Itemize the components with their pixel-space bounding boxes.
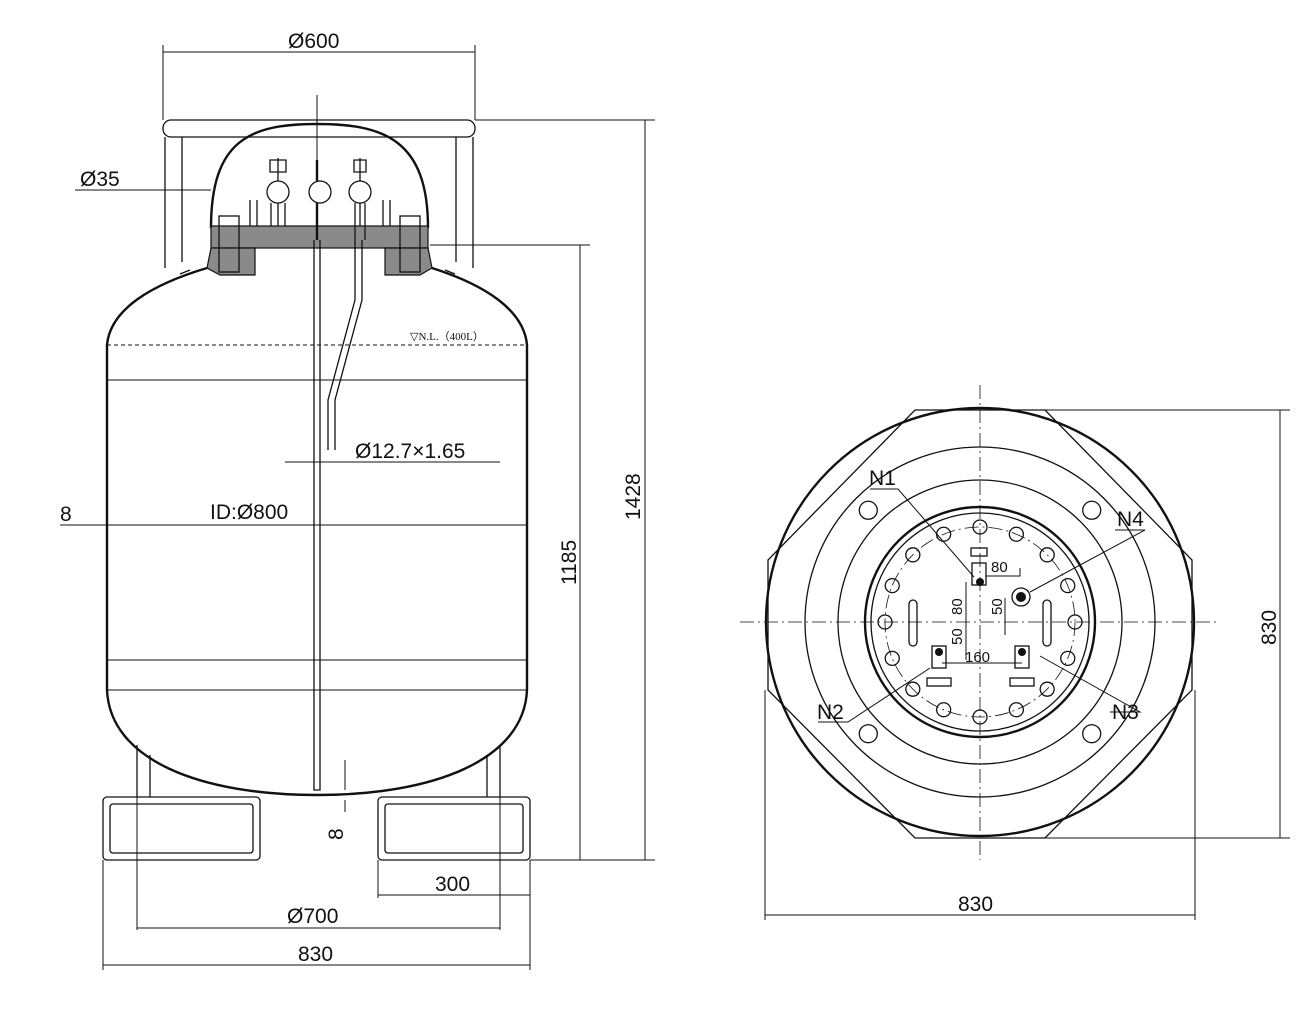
bolt-hole	[884, 650, 900, 667]
dim-foot-width: 300	[435, 873, 470, 896]
bolt-hole	[905, 681, 921, 697]
dim-nozzle: Ø35	[80, 168, 120, 191]
bolt-hole	[1039, 681, 1055, 697]
nozzle-n3	[1009, 645, 1035, 687]
dim-inner-diameter: ID:Ø800	[210, 501, 288, 524]
valve-n3	[348, 158, 372, 240]
front-view: Ø600 Ø35 Ø12.7×1.65 8 ID:Ø800 1428 1185 …	[60, 30, 655, 970]
nozzle-n2	[926, 645, 952, 687]
lifting-frame-posts	[164, 137, 474, 268]
bolt-hole	[1008, 702, 1025, 718]
base-foot-left	[102, 796, 261, 861]
dim-bottom-gap: 8	[325, 828, 348, 840]
dim-leg-circle: Ø700	[287, 905, 338, 928]
mount-hole	[1082, 500, 1102, 520]
dim-n1-vertical: 80	[949, 598, 966, 615]
bolt-hole	[884, 577, 900, 594]
mount-hole	[858, 724, 878, 744]
dim-base-width: 830	[298, 943, 333, 966]
dim-top-width: Ø600	[288, 30, 339, 53]
nozzle-n1	[970, 547, 988, 586]
top-view: N1 N2 N3 N4 80 80 50 50 160 830 830	[740, 385, 1290, 920]
dim-n4-vertical: 50	[989, 598, 1006, 615]
mount-hole	[858, 500, 878, 520]
support-legs	[136, 745, 501, 797]
bolt-hole	[1060, 650, 1076, 667]
dim-shell-thickness: 8	[60, 503, 72, 526]
dim-n2-n3: 160	[965, 649, 990, 666]
dim-top-height: 830	[1258, 610, 1281, 645]
vessel-shell	[105, 266, 529, 797]
dim-center-vertical: 50	[949, 628, 966, 645]
dip-tube	[313, 240, 321, 791]
label-n2: N2	[817, 701, 844, 724]
nozzle-n4	[1011, 587, 1031, 607]
label-n3: N3	[1112, 701, 1139, 724]
valve-n2	[266, 158, 290, 226]
normal-level-label: ▽N.L.（400L）	[410, 330, 484, 343]
dim-top-width: 830	[958, 893, 993, 916]
bolt-hole	[935, 702, 952, 718]
base-foot-right	[377, 796, 531, 861]
bolt-hole	[1008, 526, 1025, 542]
dim-shell-height: 1185	[558, 540, 581, 585]
mount-hole	[1082, 724, 1102, 744]
label-n1: N1	[869, 467, 896, 490]
dim-n1-n4: 80	[991, 559, 1008, 576]
bolt-hole	[1060, 577, 1076, 594]
bolt-hole	[1039, 547, 1055, 563]
lifting-frame-top	[162, 119, 476, 138]
dim-overall-height: 1428	[622, 473, 645, 520]
label-n4: N4	[1117, 508, 1144, 531]
protective-dome	[209, 122, 430, 229]
bolt-hole	[905, 547, 921, 563]
dim-dip-tube: Ø12.7×1.65	[355, 440, 465, 463]
